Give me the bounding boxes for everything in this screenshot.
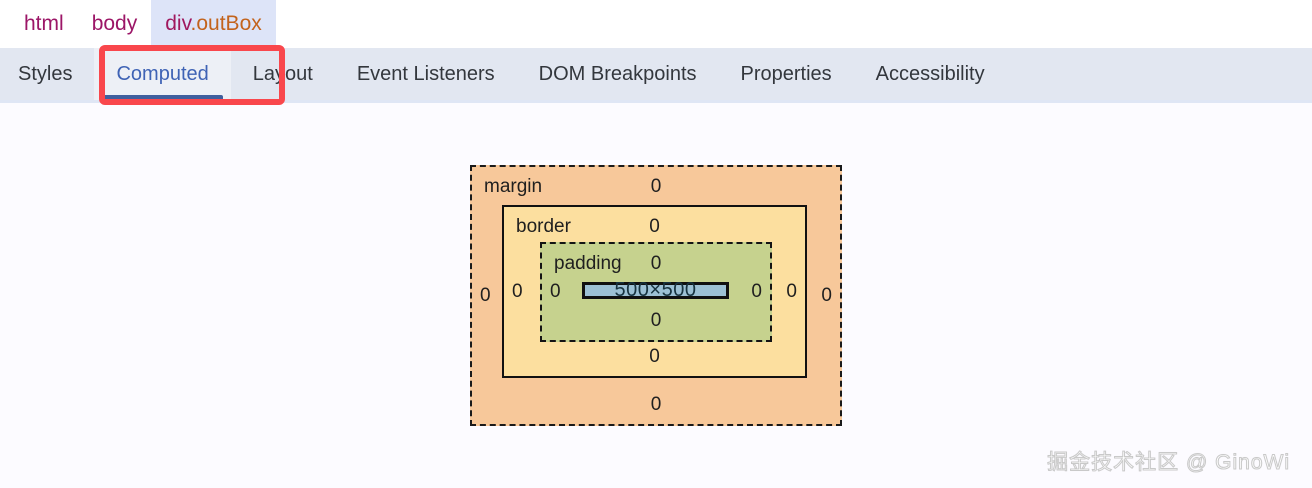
breadcrumb-tagname: div	[165, 12, 191, 35]
breadcrumb-item-html[interactable]: html	[10, 0, 78, 48]
tab-label-layout: Layout	[252, 62, 313, 85]
padding-top-value[interactable]: 0	[650, 253, 662, 274]
breadcrumb-label-body: body	[91, 12, 138, 35]
border-left-value[interactable]: 0	[512, 280, 523, 302]
tab-label-dom-breakpoints: DOM Breakpoints	[538, 62, 697, 85]
border-bottom-value[interactable]: 0	[649, 346, 660, 367]
tab-accessibility[interactable]: Accessibility	[854, 48, 1007, 100]
box-model-content-layer[interactable]: 500×500	[582, 279, 729, 301]
computed-pane: margin 0 0 0 0 border 0 0 0 0 padding 0 …	[0, 103, 1312, 488]
breadcrumb-item-body[interactable]: body	[78, 0, 152, 48]
dom-breadcrumb: html body div.outBox	[0, 0, 1312, 48]
margin-top-value[interactable]: 0	[650, 176, 662, 197]
margin-right-value[interactable]: 0	[821, 284, 832, 306]
tab-label-event-listeners: Event Listeners	[356, 62, 495, 85]
tab-bar-underline	[0, 100, 1312, 103]
padding-right-value[interactable]: 0	[751, 281, 762, 302]
watermark: 掘金技术社区 @ GinoWi	[1047, 451, 1290, 475]
content-size-label: 500×500	[614, 279, 697, 301]
tab-label-accessibility: Accessibility	[875, 62, 985, 85]
breadcrumb-item-div-outbox[interactable]: div.outBox	[151, 0, 276, 48]
breadcrumb-label-html: html	[24, 12, 64, 35]
tab-layout[interactable]: Layout	[231, 48, 335, 100]
breadcrumb-classname: .outBox	[190, 12, 262, 35]
border-right-value[interactable]: 0	[786, 280, 797, 302]
border-label: border	[516, 216, 571, 237]
tab-label-computed: Computed	[116, 62, 209, 85]
devtools-tab-bar: Styles Computed Layout Event Listeners D…	[0, 48, 1312, 100]
tab-computed[interactable]: Computed	[94, 48, 231, 100]
tab-dom-breakpoints[interactable]: DOM Breakpoints	[517, 48, 719, 100]
tab-styles[interactable]: Styles	[0, 48, 94, 100]
margin-bottom-value[interactable]: 0	[650, 394, 662, 415]
tab-label-styles: Styles	[18, 62, 73, 85]
tab-label-properties: Properties	[740, 62, 832, 85]
tab-event-listeners[interactable]: Event Listeners	[335, 48, 517, 100]
box-model-margin-layer[interactable]: margin 0 0 0 0 border 0 0 0 0 padding 0 …	[470, 165, 842, 426]
padding-left-value[interactable]: 0	[550, 281, 561, 302]
margin-left-value[interactable]: 0	[480, 284, 491, 306]
box-model-diagram: margin 0 0 0 0 border 0 0 0 0 padding 0 …	[470, 165, 842, 426]
margin-label: margin	[484, 176, 543, 197]
padding-label: padding	[554, 253, 622, 274]
box-model-border-layer[interactable]: border 0 0 0 0 padding 0 0 0 0 500×500	[502, 205, 807, 378]
padding-bottom-value[interactable]: 0	[650, 310, 662, 331]
border-top-value[interactable]: 0	[649, 216, 660, 237]
box-model-padding-layer[interactable]: padding 0 0 0 0 500×500	[540, 242, 772, 342]
tab-properties[interactable]: Properties	[719, 48, 854, 100]
